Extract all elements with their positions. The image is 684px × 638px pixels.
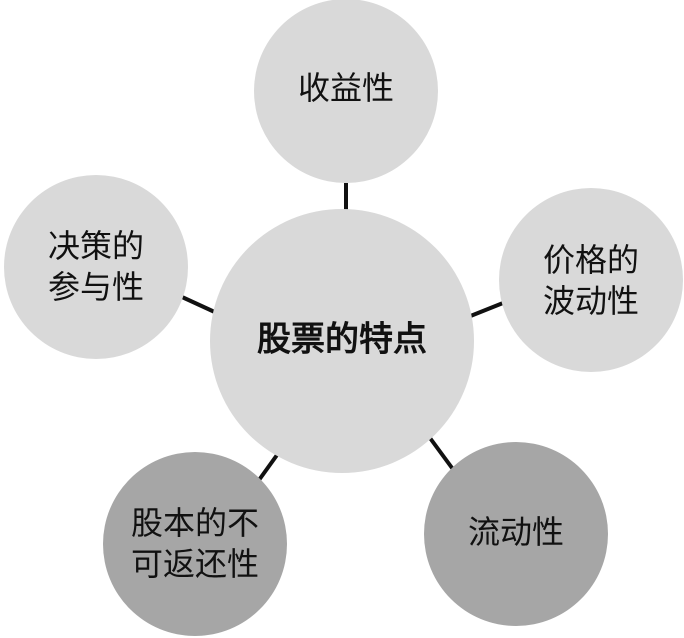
center-node: 股票的特点 xyxy=(210,209,474,473)
node-label-line: 流动性 xyxy=(468,513,564,551)
node-liudongxing: 流动性 xyxy=(424,442,608,626)
node-juece-canyuxing: 决策的 参与性 xyxy=(4,175,188,359)
center-label: 股票的特点 xyxy=(257,320,427,360)
node-jiage-bodongxing: 价格的 波动性 xyxy=(499,188,683,372)
node-guben-bukefanhuanxing: 股本的不 可返还性 xyxy=(103,452,287,636)
node-label-line: 股本的不 xyxy=(131,504,259,542)
node-circle xyxy=(499,188,683,372)
node-label-line: 收益性 xyxy=(298,69,394,107)
connector-jiage-bodongxing xyxy=(467,301,504,319)
node-label-line: 参与性 xyxy=(48,268,144,306)
node-label-line: 价格的 xyxy=(543,241,639,279)
node-shouyixing: 收益性 xyxy=(254,0,438,183)
connector-guben-bukefanhuanxing xyxy=(257,453,279,482)
node-circle xyxy=(103,452,287,636)
connector-juece-canyuxing xyxy=(181,295,220,316)
node-circle xyxy=(424,442,608,626)
node-label-line: 波动性 xyxy=(543,282,639,320)
connector-liudongxing xyxy=(428,436,457,474)
node-circle xyxy=(254,0,438,183)
node-label-line: 可返还性 xyxy=(131,545,259,583)
center-circle xyxy=(210,209,474,473)
node-label-line: 决策的 xyxy=(48,227,144,265)
node-circle xyxy=(4,175,188,359)
